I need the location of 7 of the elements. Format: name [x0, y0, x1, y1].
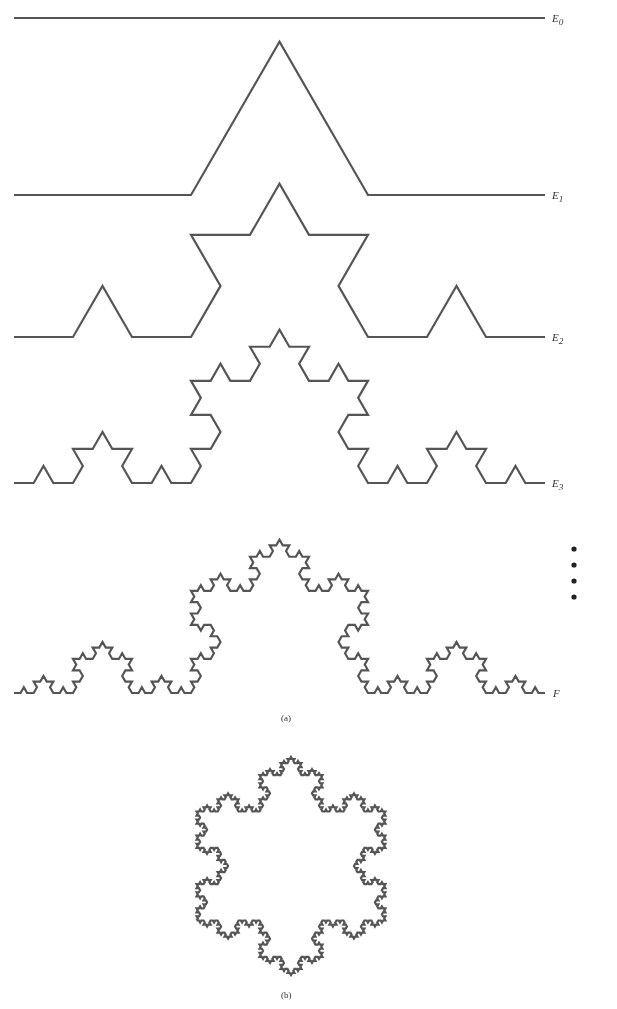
curve-label: E$_{2}$ — [552, 331, 564, 348]
curve-label: F — [553, 687, 560, 699]
figure-caption: (b) — [281, 990, 292, 1000]
curve-label: E$_{0}$ — [552, 12, 564, 29]
figure-caption: (a) — [281, 713, 291, 723]
curve-label: E$_{1}$ — [552, 189, 564, 206]
curve-label: E$_{3}$ — [552, 477, 564, 494]
